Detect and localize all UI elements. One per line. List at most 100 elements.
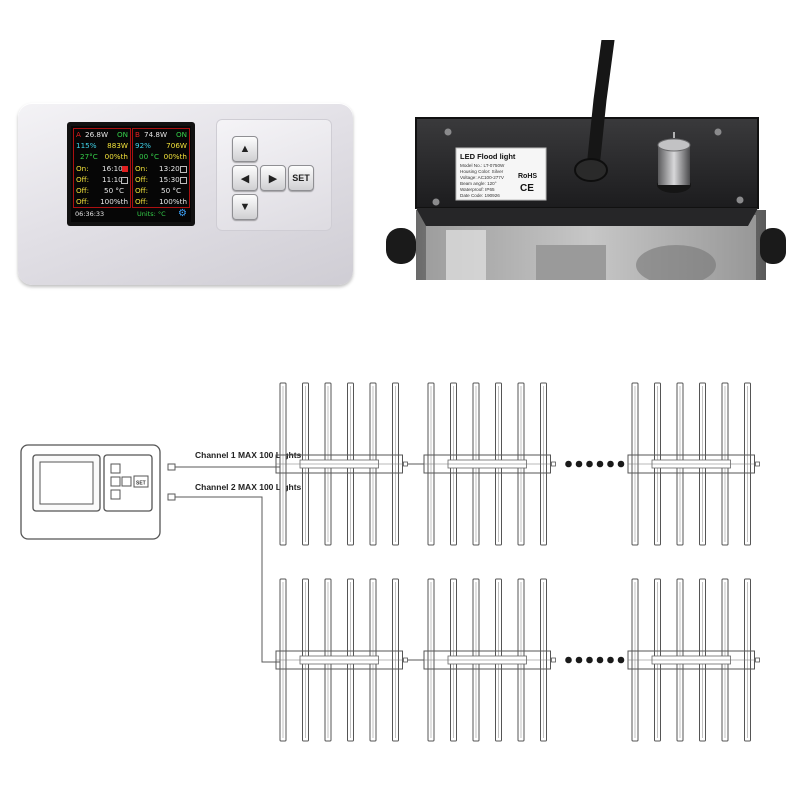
right-mount-knob [760, 228, 786, 264]
ellipsis-dot [617, 656, 625, 664]
ch-b-header-power: 74.8W [144, 130, 168, 139]
ch-b-off-temp: 50 °C [161, 186, 182, 195]
channel-a-panel: A 26.8W ON 115% 883W 27°C 00%th On: 16:1… [73, 128, 131, 208]
fixture-connector [755, 461, 760, 467]
ch-a-off-label: Off: [76, 175, 90, 184]
diagram-key-down [110, 489, 121, 500]
ch-a-off-temp-label: Off: [76, 186, 90, 195]
ellipsis-dot [586, 656, 593, 664]
button-panel: ▲ ▼ ◀ ▶ SET [216, 119, 332, 231]
ch-b-off-label-2: Off: [135, 197, 149, 206]
channel-b-panel: B 74.8W ON 92% 706W 00 °C 00%th On: 13:2… [132, 128, 190, 208]
ellipsis-dot [617, 460, 625, 468]
arrow-down-icon: ▼ [239, 201, 251, 213]
diagram-key-right [121, 476, 132, 487]
led-fixture [627, 382, 760, 546]
ellipsis-dot [607, 460, 614, 468]
ch-b-off-time: 15:30 [159, 175, 180, 184]
spec-label-line-1: Model No.: LT-0750W [460, 163, 505, 168]
channel1-port [167, 463, 176, 471]
led-fixture [275, 382, 424, 546]
ch-a-header-power: 26.8W [85, 130, 109, 139]
ch-b-header-label: B [135, 130, 140, 139]
channel1-label: Channel 1 MAX 100 Lights [195, 450, 302, 460]
arrow-up-icon: ▲ [239, 143, 251, 155]
flood-light-photo: LED Flood light Model No.: LT-0750W Hous… [386, 40, 786, 280]
channel2-wire [175, 496, 282, 663]
ch-a-power-watts: 883W [107, 141, 128, 150]
ch-a-on-label: On: [76, 164, 89, 173]
ch-b-on-time: 13:20 [159, 164, 180, 173]
set-button[interactable]: SET [288, 165, 314, 191]
fixture-connector [551, 657, 556, 663]
spec-label-line-4: Beam angle: 120° [460, 181, 497, 186]
ch-a-fan-percent: 00%th [104, 152, 128, 161]
ch-a-off-label-2: Off: [76, 197, 90, 206]
spec-label: LED Flood light Model No.: LT-0750W Hous… [455, 147, 547, 201]
fixture-connector [403, 657, 408, 663]
ellipsis-dot [575, 460, 583, 468]
back-plate-lip [416, 208, 758, 226]
fixture-connector [551, 461, 556, 467]
spec-label-line-3: Voltage: AC100-277V [460, 175, 505, 180]
screw-2 [714, 128, 722, 136]
ch-a-off-percent: 100%th [100, 197, 128, 206]
ch-b-off-indicator [180, 177, 187, 184]
spec-label-line-6: Date Code: 190926 [460, 193, 500, 198]
light-fixtures [275, 382, 760, 742]
ce-mark: CE [520, 183, 534, 194]
screen-clock: 06:36:33 [75, 210, 105, 218]
ch-b-power-percent: 92% [135, 141, 151, 150]
led-fixture [275, 578, 424, 742]
screen-units: Units: °C [137, 210, 166, 218]
up-button[interactable]: ▲ [232, 136, 258, 162]
ch-a-off-temp: 50 °C [104, 186, 125, 195]
ch-b-temp: 00 °C [139, 152, 160, 161]
gear-icon: ⚙ [178, 208, 187, 219]
led-fixture [423, 578, 556, 742]
arrow-right-icon: ▶ [268, 172, 278, 185]
ch-a-off-time: 11:10 [102, 175, 123, 184]
ellipsis-dot [565, 460, 572, 468]
spec-label-line-2: Housing Color: Silver [460, 169, 504, 174]
screw-1 [444, 128, 452, 136]
ch-a-off-indicator [121, 177, 128, 184]
ch-a-on-indicator [122, 166, 128, 172]
cable-gland [574, 158, 608, 182]
rohs-mark: RoHS [518, 173, 537, 180]
dimmer-knob [657, 132, 691, 193]
screw-3 [432, 198, 440, 206]
diagram-controller-screen-inner [39, 461, 94, 505]
ellipsis-dot [575, 656, 583, 664]
screw-4 [736, 196, 744, 204]
left-button[interactable]: ◀ [232, 165, 258, 191]
ellipsis-dot [596, 656, 604, 664]
ch-a-header-label: A [76, 130, 81, 139]
led-fixture [627, 578, 760, 742]
ch-b-off-label: Off: [135, 175, 149, 184]
ch-b-on-label: On: [135, 164, 148, 173]
ch-b-on-indicator [180, 166, 187, 173]
led-fixture [423, 382, 556, 546]
fixture-connector [755, 657, 760, 663]
spec-label-line-5: Waterproof: IP65 [460, 187, 495, 192]
ch-b-fan-percent: 00%th [163, 152, 187, 161]
ellipsis-dot [586, 460, 593, 468]
right-button[interactable]: ▶ [260, 165, 286, 191]
ch-a-on-time: 16:10 [102, 164, 123, 173]
ch-a-power-percent: 115% [76, 141, 97, 150]
ellipsis-dot [596, 460, 604, 468]
ch-b-header-state: ON [175, 130, 187, 139]
ellipsis-dot [607, 656, 614, 664]
ch-b-off-percent: 100%th [159, 197, 187, 206]
spec-label-title: LED Flood light [460, 152, 516, 161]
down-button[interactable]: ▼ [232, 194, 258, 220]
power-cable [587, 40, 615, 165]
channel2-port [167, 493, 176, 501]
ellipsis-dot [565, 656, 572, 664]
arrow-left-icon: ◀ [240, 172, 250, 185]
left-mount-knob [386, 228, 416, 264]
ch-a-temp: 27°C [80, 152, 98, 161]
